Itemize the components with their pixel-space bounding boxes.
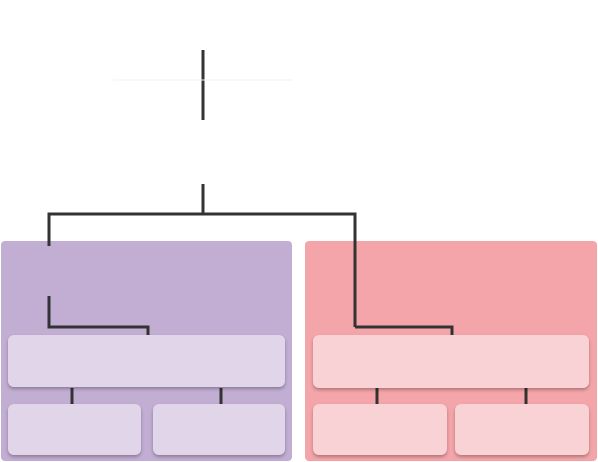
left-child-box (8, 335, 285, 387)
right-child-box (313, 335, 589, 388)
right-leaf-box-b (455, 404, 589, 455)
left-leaf-box-b (153, 404, 285, 455)
left-leaf-box-a (8, 404, 141, 455)
right-leaf-box-a (313, 404, 447, 455)
